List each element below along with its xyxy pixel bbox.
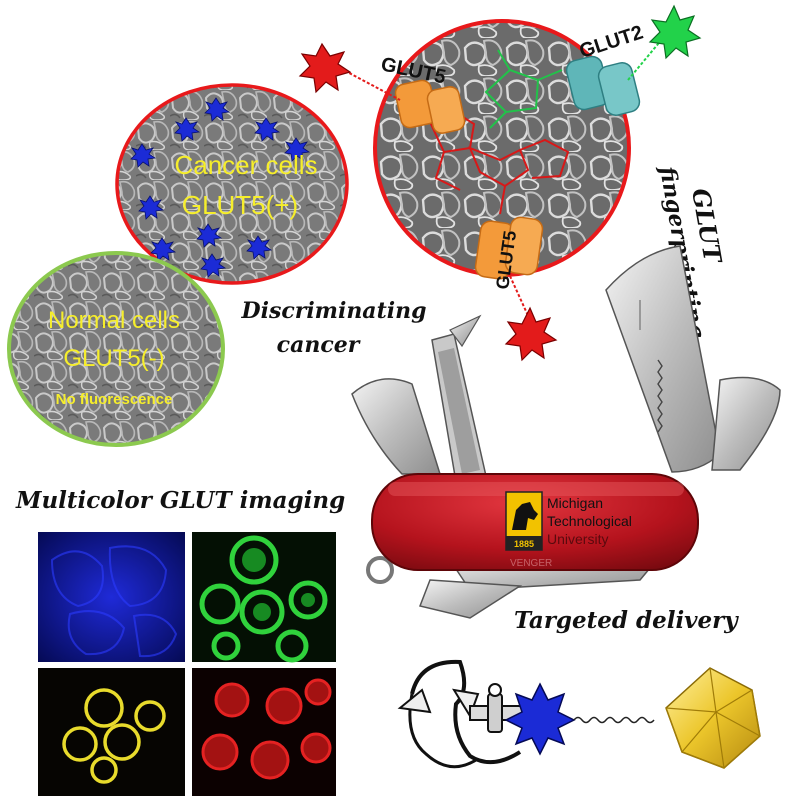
glut2-label: GLUT2 (577, 22, 646, 63)
logo-line-3: University (547, 531, 608, 547)
university-logo: 1885 (505, 491, 543, 551)
blue-fluorescent-spots (130, 97, 311, 278)
red-fluorophore-star-icon (298, 42, 352, 94)
imaging-grid (38, 532, 336, 796)
icosahedron-nanoparticle-icon (665, 667, 761, 769)
blue-fluorophore-star-icon (504, 682, 576, 756)
cancer-cells-label-2: GLUT5(+) (182, 190, 298, 220)
normal-cells-label-2: GLUT5(-) (63, 345, 164, 372)
knife-stamp: VENGER (510, 558, 552, 569)
glut5-top-transporter (394, 79, 466, 134)
cell-membrane-circle (373, 19, 641, 280)
linker-chain (573, 716, 655, 724)
discriminating-cancer-line-1: Discriminating (241, 298, 427, 324)
imaging-panel-blue (38, 532, 185, 662)
swiss-army-knife-icon: 1885 Michigan Technological University V… (351, 245, 781, 619)
red-fluorophore-star-bottom-icon (504, 306, 558, 362)
imaging-panel-red (192, 668, 336, 796)
cancer-cells-label-1: Cancer cells (174, 150, 317, 180)
normal-cells-label-1: Normal cells (48, 307, 180, 334)
normal-cells-label-3: No fluorescence (56, 391, 173, 408)
imaging-panel-yellow (38, 668, 185, 796)
glut5-bottom-transporter (474, 216, 544, 280)
logo-line-2: Technological (547, 513, 632, 529)
green-fluorophore-star-icon (648, 4, 702, 60)
anchor-icon (397, 659, 527, 769)
logo-year: 1885 (514, 539, 534, 549)
imaging-panel-green (192, 532, 336, 663)
multicolor-glut-imaging-title: Multicolor GLUT imaging (15, 487, 345, 514)
glut2-transporter (565, 55, 641, 116)
normal-cells-panel: Normal cells GLUT5(-) No fluorescence (7, 251, 225, 447)
cancer-cells-panel: Cancer cells GLUT5(+) (115, 83, 349, 285)
targeted-delivery-label: Targeted delivery (514, 607, 739, 634)
logo-line-1: Michigan (547, 495, 603, 511)
discriminating-cancer-line-2: cancer (277, 332, 361, 358)
